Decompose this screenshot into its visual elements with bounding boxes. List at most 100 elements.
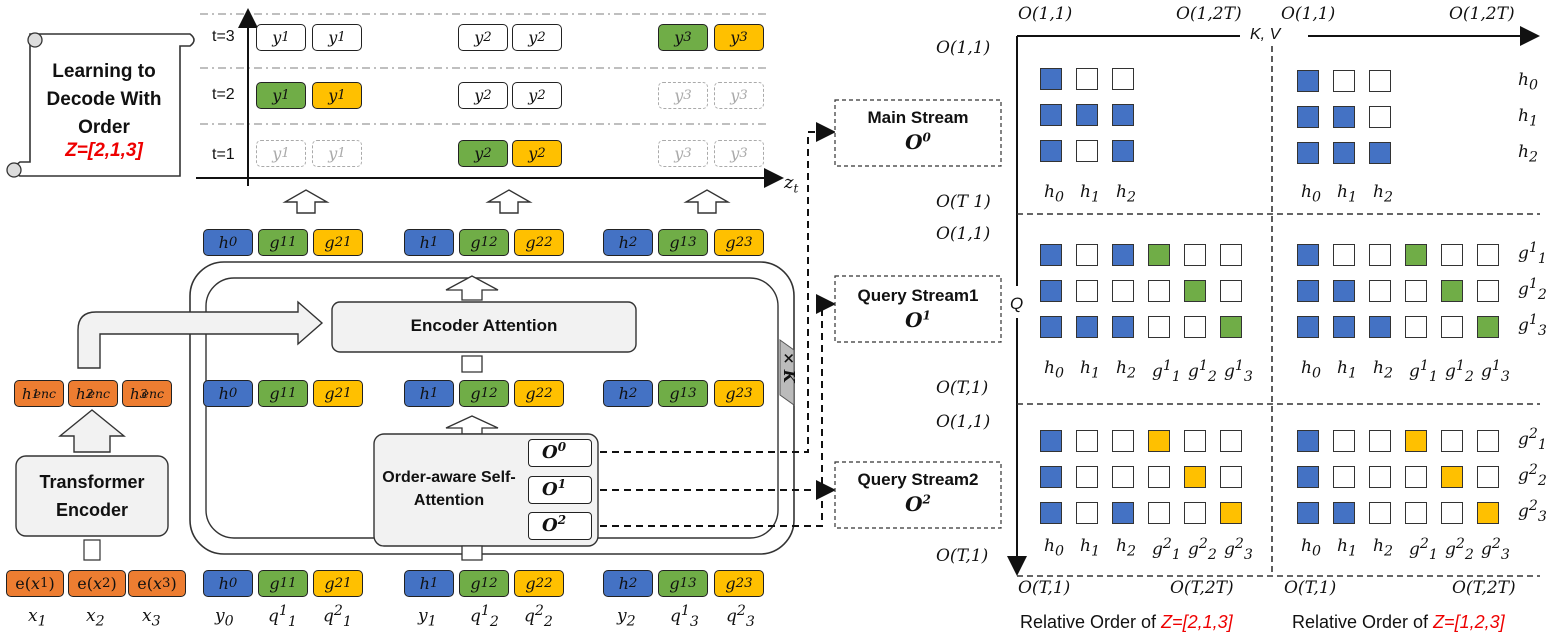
right-q1-col-1: h1 bbox=[1337, 358, 1357, 382]
left-q2-cell-2-3 bbox=[1148, 502, 1170, 524]
left-q1-cell-2-3 bbox=[1148, 316, 1170, 338]
top-label-o12t-left: O(1,2T) bbox=[1176, 4, 1242, 24]
right-q2-cell-0-1 bbox=[1333, 430, 1355, 452]
transformer-encoder-box bbox=[15, 455, 169, 537]
right-q1-cell-2-0 bbox=[1297, 316, 1319, 338]
self-attention-input-arrow bbox=[461, 545, 483, 561]
left-main-cell-2-1 bbox=[1076, 140, 1098, 162]
left-q1-cell-0-4 bbox=[1184, 244, 1206, 266]
right-q2-col-5: g23 bbox=[1481, 536, 1510, 564]
left-q1-col-0: h0 bbox=[1044, 358, 1064, 382]
decoder-block bbox=[189, 261, 795, 555]
left-main-cell-0-0 bbox=[1040, 68, 1062, 90]
right-main-col-2: h2 bbox=[1373, 182, 1393, 206]
left-q1-cell-2-2 bbox=[1112, 316, 1134, 338]
left-q1-cell-1-4 bbox=[1184, 280, 1206, 302]
right-q2-cell-1-0 bbox=[1297, 466, 1319, 488]
left-q2-cell-1-1 bbox=[1076, 466, 1098, 488]
encoder-attention-box bbox=[331, 301, 637, 353]
row-g3-2: g23 bbox=[1518, 498, 1547, 526]
left-q1-cell-0-3 bbox=[1148, 244, 1170, 266]
left-label-5: O(T,1) bbox=[936, 546, 989, 566]
right-q1-cell-2-5 bbox=[1477, 316, 1499, 338]
left-main-cell-2-2 bbox=[1112, 140, 1134, 162]
left-q2-col-2: h2 bbox=[1116, 536, 1136, 560]
left-label-1: O(T 1) bbox=[936, 192, 991, 212]
row-h2: h2 bbox=[1518, 142, 1538, 166]
self-attention-label: Order-aware Self-Attention bbox=[382, 469, 516, 509]
left-q2-col-3: g21 bbox=[1152, 536, 1181, 564]
left-main-col-1: h1 bbox=[1080, 182, 1100, 206]
bottom-label-0: O(T,1) bbox=[1018, 578, 1071, 598]
right-q1-cell-1-1 bbox=[1333, 280, 1355, 302]
right-main-cell-1-1 bbox=[1333, 106, 1355, 128]
right-main-col-1: h1 bbox=[1337, 182, 1357, 206]
caption-left-prefix: Relative Order of bbox=[1020, 612, 1162, 632]
right-q2-cell-1-1 bbox=[1333, 466, 1355, 488]
left-main-cell-2-0 bbox=[1040, 140, 1062, 162]
kv-label: K, V bbox=[1250, 26, 1281, 43]
encoder-input-arrow bbox=[83, 539, 101, 561]
query-stream1-o1: O1 bbox=[905, 308, 931, 332]
left-q2-cell-1-5 bbox=[1220, 466, 1242, 488]
left-q1-cell-0-1 bbox=[1076, 244, 1098, 266]
caption-left-order: Z=[2,1,3] bbox=[1161, 612, 1233, 632]
scroll-title: Learning to Decode With Order bbox=[46, 61, 162, 138]
left-q1-cell-1-5 bbox=[1220, 280, 1242, 302]
right-main-cell-1-0 bbox=[1297, 106, 1319, 128]
right-q2-col-1: h1 bbox=[1337, 536, 1357, 560]
o2-box bbox=[528, 512, 592, 540]
right-q1-cell-0-4 bbox=[1441, 244, 1463, 266]
right-q2-col-3: g21 bbox=[1409, 536, 1438, 564]
row-g3-1: g13 bbox=[1518, 312, 1547, 340]
right-q1-col-4: g12 bbox=[1445, 358, 1474, 386]
left-main-cell-0-1 bbox=[1076, 68, 1098, 90]
right-q2-cell-0-5 bbox=[1477, 430, 1499, 452]
row-g1-2: g21 bbox=[1518, 426, 1547, 454]
row-g2-2: g22 bbox=[1518, 462, 1547, 490]
right-q2-col-2: h2 bbox=[1373, 536, 1393, 560]
matrix-separators bbox=[1017, 46, 1540, 577]
left-q2-cell-2-0 bbox=[1040, 502, 1062, 524]
right-q1-cell-1-5 bbox=[1477, 280, 1499, 302]
left-q1-cell-0-0 bbox=[1040, 244, 1062, 266]
bottom-label-1: O(T,2T) bbox=[1170, 578, 1234, 598]
var-x2: x2 bbox=[86, 606, 105, 630]
right-q2-col-0: h0 bbox=[1301, 536, 1321, 560]
stack-label: × K bbox=[780, 352, 798, 383]
left-q1-cell-1-0 bbox=[1040, 280, 1062, 302]
scroll-order: Z=[2,1,3] bbox=[65, 140, 143, 161]
left-q1-col-4: g12 bbox=[1188, 358, 1217, 386]
left-q2-cell-2-5 bbox=[1220, 502, 1242, 524]
var-q3-2: q23 bbox=[726, 603, 755, 631]
left-q1-cell-2-0 bbox=[1040, 316, 1062, 338]
query-stream1-box bbox=[834, 275, 1002, 343]
var-y1: y1 bbox=[418, 606, 437, 630]
query-stream2-o2: O2 bbox=[905, 492, 931, 516]
top-label-o12t-right: O(1,2T) bbox=[1449, 4, 1515, 24]
right-q1-cell-0-3 bbox=[1405, 244, 1427, 266]
right-q1-col-5: g13 bbox=[1481, 358, 1510, 386]
main-stream-box bbox=[834, 99, 1002, 167]
right-q2-cell-0-3 bbox=[1405, 430, 1427, 452]
left-q1-cell-0-5 bbox=[1220, 244, 1242, 266]
